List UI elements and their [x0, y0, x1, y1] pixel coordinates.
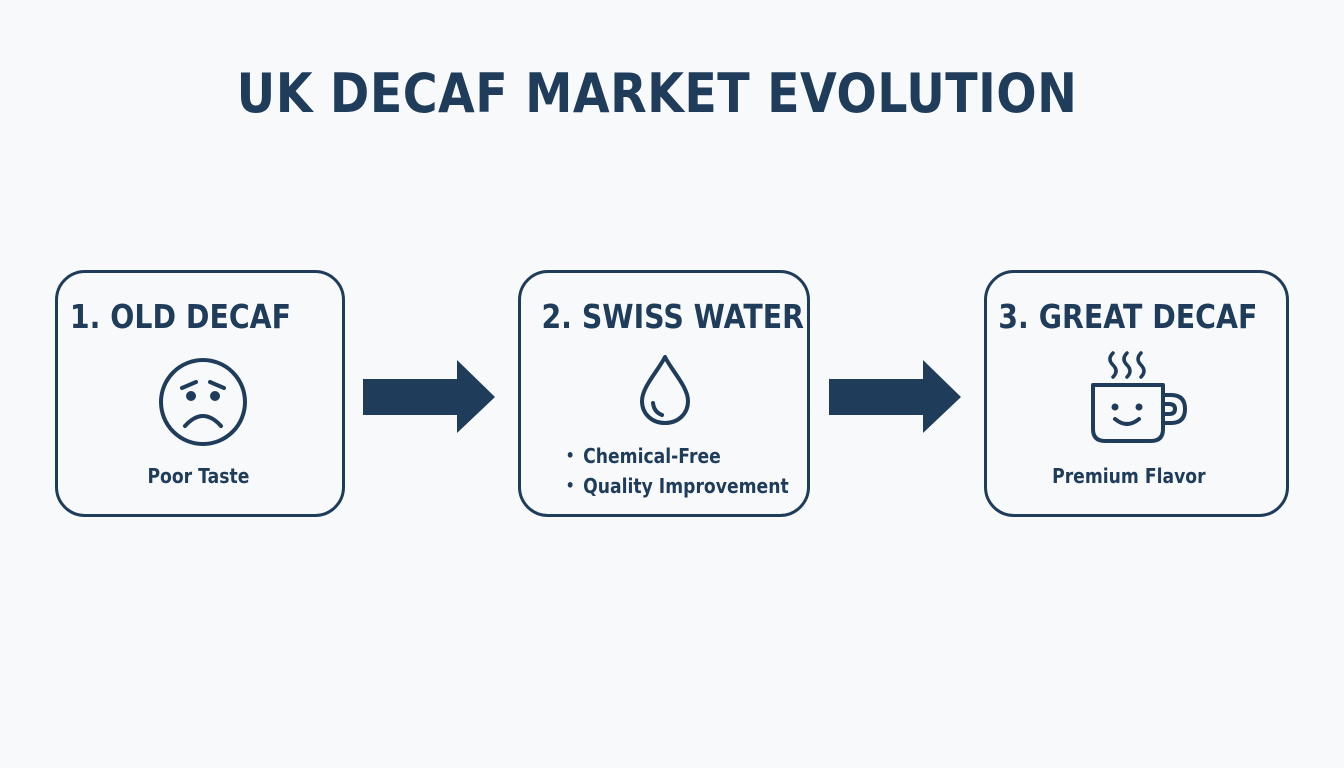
bullet-item: •Quality Improvement: [565, 474, 789, 498]
step-great-decaf-caption: Premium Flavor: [1052, 464, 1206, 488]
diagram-title: UK DECAF MARKET EVOLUTION: [236, 62, 1078, 125]
happy-coffee-cup-icon: [1091, 351, 1188, 443]
right-arrow-icon: [363, 360, 495, 433]
step-swiss-water-box: 2. SWISS WATER •Chemical-Free •Quality I…: [518, 270, 810, 517]
step-great-decaf-box: 3. GREAT DECAF Premium Flavor: [984, 270, 1289, 517]
step-swiss-water-bullets: •Chemical-Free •Quality Improvement: [521, 441, 807, 501]
step-old-decaf-heading: 1. OLD DECAF: [69, 297, 292, 336]
water-drop-icon: [640, 355, 690, 425]
step-great-decaf-heading: 3. GREAT DECAF: [998, 297, 1258, 336]
step-old-decaf-caption: Poor Taste: [147, 464, 250, 488]
right-arrow-icon: [829, 360, 961, 433]
step-old-decaf-box: 1. OLD DECAF Poor Taste: [55, 270, 345, 517]
sad-face-icon: [159, 358, 247, 446]
bullet-item: •Chemical-Free: [565, 444, 721, 468]
step-swiss-water-heading: 2. SWISS WATER: [541, 297, 805, 336]
